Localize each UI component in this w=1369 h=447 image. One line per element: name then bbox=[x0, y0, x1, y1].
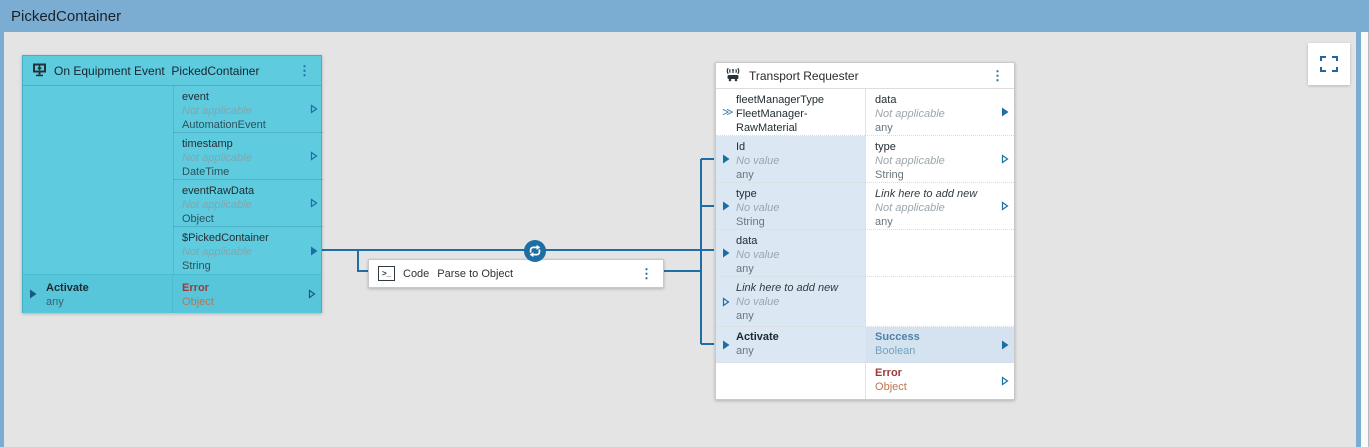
output-row-event[interactable]: event Not applicable AutomationEvent bbox=[173, 86, 323, 133]
input-type[interactable]: type No value String bbox=[716, 183, 866, 230]
page-title: PickedContainer bbox=[11, 7, 122, 25]
input-link-add-new[interactable]: Link here to add new No value any bbox=[716, 277, 866, 327]
node-name: Transport Requester bbox=[749, 68, 859, 83]
port-outline-arrow-icon[interactable] bbox=[1001, 376, 1009, 386]
output-type[interactable]: type Not applicable String bbox=[865, 136, 1014, 183]
node-name: PickedContainer bbox=[171, 63, 260, 78]
output-link-add-new[interactable]: Link here to add new Not applicable any bbox=[865, 183, 1014, 230]
node-header[interactable]: On Equipment Event PickedContainer ⋮ bbox=[23, 56, 321, 86]
port-outline-arrow-icon[interactable] bbox=[722, 296, 730, 307]
port-outline-arrow-icon[interactable] bbox=[310, 104, 318, 114]
port-filled-arrow-icon[interactable] bbox=[310, 246, 318, 256]
node-footer: Activate any Error Object bbox=[23, 274, 321, 313]
output-row-pickedcontainer[interactable]: $PickedContainer Not applicable String bbox=[173, 227, 323, 274]
terminal-icon: >_ bbox=[378, 266, 395, 281]
port-filled-arrow-icon[interactable] bbox=[1001, 340, 1009, 350]
kebab-menu-icon[interactable]: ⋮ bbox=[640, 266, 653, 281]
output-data[interactable]: data Not applicable any bbox=[865, 89, 1014, 136]
input-activate[interactable]: Activate any bbox=[23, 275, 172, 313]
wire-to-code-node bbox=[357, 250, 369, 272]
port-filled-arrow-icon[interactable] bbox=[722, 340, 730, 350]
title-bar: PickedContainer bbox=[0, 0, 1369, 32]
port-outline-arrow-icon[interactable] bbox=[308, 289, 316, 299]
output-row-timestamp[interactable]: timestamp Not applicable DateTime bbox=[173, 133, 323, 180]
input-id[interactable]: Id No value any bbox=[716, 136, 866, 183]
port-outline-arrow-icon[interactable] bbox=[310, 198, 318, 208]
node-transport-requester[interactable]: Transport Requester ⋮ ≫ fleetManagerType… bbox=[715, 62, 1015, 400]
port-outline-arrow-icon[interactable] bbox=[1001, 154, 1009, 164]
vertical-scrollbar[interactable] bbox=[1361, 32, 1369, 447]
empty-cell bbox=[865, 277, 1014, 327]
column-divider bbox=[173, 86, 174, 274]
kebab-menu-icon[interactable]: ⋮ bbox=[298, 63, 311, 78]
fullscreen-button[interactable] bbox=[1308, 43, 1350, 85]
input-activate[interactable]: Activate any bbox=[716, 327, 866, 363]
fullscreen-icon bbox=[1320, 56, 1338, 72]
output-row-eventrawdata[interactable]: eventRawData Not applicable Object bbox=[173, 180, 323, 227]
input-fleetmanagertype[interactable]: ≫ fleetManagerType FleetManager-RawMater… bbox=[716, 89, 866, 148]
frame-left-edge bbox=[0, 32, 4, 447]
frame-right-edge bbox=[1356, 32, 1361, 447]
sync-refresh-icon[interactable] bbox=[524, 240, 546, 262]
input-data[interactable]: data No value any bbox=[716, 230, 866, 277]
node-code-parse-to-object[interactable]: >_ Code Parse to Object ⋮ bbox=[368, 259, 664, 288]
agv-robot-icon bbox=[724, 66, 742, 85]
port-filled-arrow-icon[interactable] bbox=[722, 201, 730, 211]
port-filled-arrow-icon[interactable] bbox=[722, 248, 730, 258]
port-filled-arrow-icon[interactable] bbox=[29, 289, 37, 299]
port-filled-arrow-icon[interactable] bbox=[1001, 107, 1009, 117]
node-type-label: On Equipment Event bbox=[54, 63, 165, 78]
equipment-monitor-icon bbox=[32, 62, 47, 80]
output-success[interactable]: Success Boolean bbox=[865, 327, 1014, 363]
output-error[interactable]: Error Object bbox=[865, 363, 1014, 399]
node-header[interactable]: Transport Requester ⋮ bbox=[716, 63, 1014, 89]
node-name: Parse to Object bbox=[437, 267, 514, 280]
port-filled-arrow-icon[interactable] bbox=[722, 154, 730, 164]
node-type-label: Code bbox=[403, 267, 430, 280]
double-chevron-icon: ≫ bbox=[722, 106, 734, 119]
port-outline-arrow-icon[interactable] bbox=[310, 151, 318, 161]
output-error[interactable]: Error Object bbox=[172, 275, 321, 313]
empty-cell bbox=[865, 230, 1014, 277]
kebab-menu-icon[interactable]: ⋮ bbox=[991, 68, 1004, 83]
node-output-rows: event Not applicable AutomationEvent tim… bbox=[23, 86, 323, 274]
port-outline-arrow-icon[interactable] bbox=[1001, 201, 1009, 211]
empty-cell bbox=[716, 363, 865, 399]
node-on-equipment-event[interactable]: On Equipment Event PickedContainer ⋮ eve… bbox=[22, 55, 323, 313]
